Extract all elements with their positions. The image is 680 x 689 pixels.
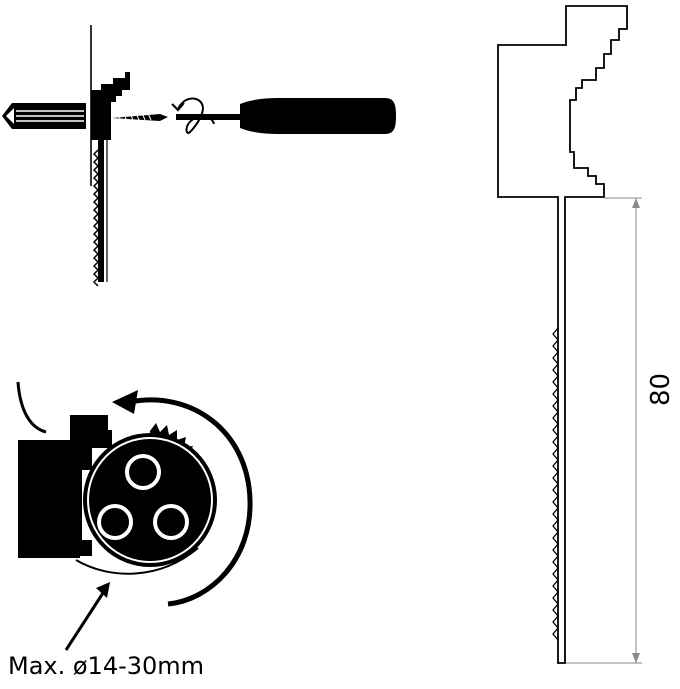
cable-top bbox=[125, 454, 161, 490]
profile-teeth bbox=[552, 327, 559, 641]
clamp-band bbox=[75, 547, 199, 575]
dimension-arrow-bottom bbox=[632, 653, 640, 663]
cable-left bbox=[97, 504, 133, 540]
tighten-arrow-head bbox=[112, 390, 138, 414]
mounting-illustration bbox=[2, 25, 396, 287]
profile-drawing bbox=[497, 5, 628, 664]
dimension-arrow-top bbox=[632, 198, 640, 208]
cable-lead bbox=[16, 381, 47, 434]
dowel-ribs bbox=[16, 110, 84, 122]
holder-body bbox=[91, 72, 130, 140]
screwdriver-shaft bbox=[176, 114, 244, 120]
diameter-pointer-head bbox=[96, 582, 110, 598]
clamp-illustration bbox=[16, 381, 253, 651]
holder-profile-outline bbox=[497, 5, 628, 664]
cable-right bbox=[153, 504, 189, 540]
dimension-label: 80 bbox=[646, 372, 676, 406]
dowel-tip bbox=[6, 108, 14, 124]
strip-teeth bbox=[92, 149, 100, 287]
dimension-marker bbox=[566, 197, 642, 664]
clamp-body bbox=[70, 415, 112, 556]
screw bbox=[112, 114, 168, 121]
tighten-arrow-arc bbox=[129, 397, 253, 607]
capacity-label: Max. ø14-30mm bbox=[8, 652, 205, 680]
screwdriver-handle bbox=[240, 98, 396, 134]
cable-bundle bbox=[97, 454, 189, 540]
diameter-pointer-line bbox=[64, 592, 105, 651]
screw-thread bbox=[117, 112, 152, 122]
wall-block bbox=[18, 440, 80, 558]
toothed-strip bbox=[98, 140, 104, 282]
